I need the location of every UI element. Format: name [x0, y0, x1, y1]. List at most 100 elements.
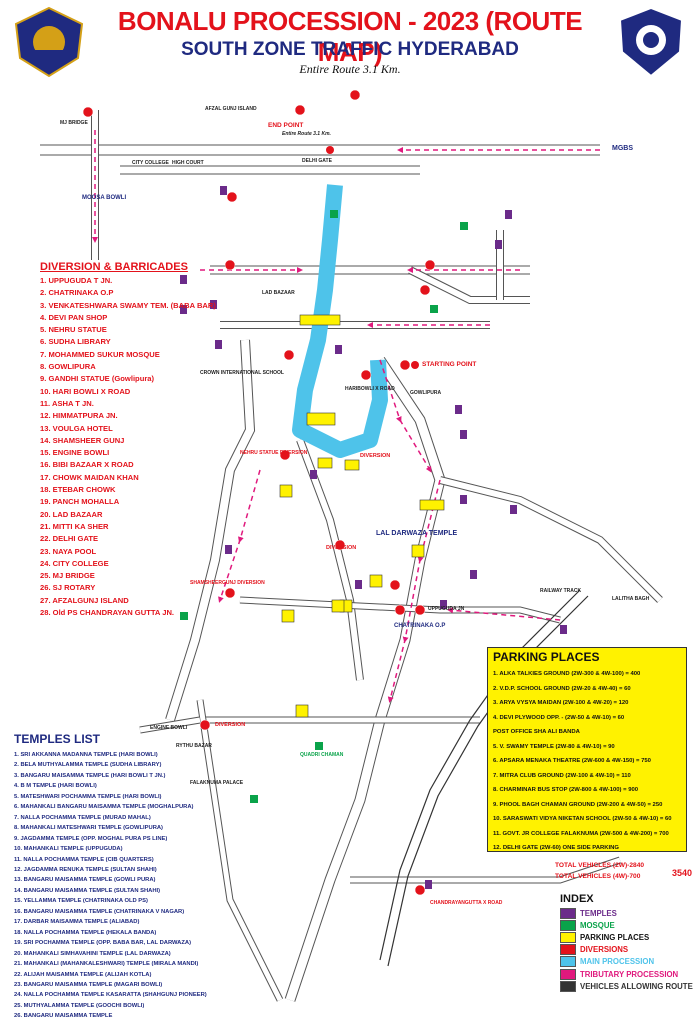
temple-item: 18. NALLA POCHAMMA TEMPLE (HEKALA BANDA) — [14, 929, 157, 936]
lad-bazaar-label: LAD BAZAAR — [262, 290, 295, 296]
diversion-panel: DIVERSION & BARRICADES 1. UPPUGUDA T JN.… — [40, 261, 216, 619]
diversion-item: 13. VOULGA HOTEL — [40, 423, 113, 433]
temple-item: 1. SRI AKKANNA MADANNA TEMPLE (HARI BOWL… — [14, 752, 158, 758]
diversion-item: 12. HIMMATPURA JN. — [40, 411, 118, 421]
diversion-item: 8. GOWLIPURA — [40, 362, 96, 372]
hari-bowli-label: HARIBOWLI X ROAD — [345, 386, 395, 392]
temple-item: 4. B M TEMPLE (HARI BOWLI) — [14, 783, 97, 790]
diversion-item: 10. HARI BOWLI X ROAD — [40, 386, 131, 396]
temple-item: 23. BANGARU MAISAMMA TEMPLE (MAGARI BOWL… — [14, 981, 163, 988]
diversion-title: DIVERSION & BARRICADES — [40, 261, 188, 273]
page-title: BONALU PROCESSION - 2023 (ROUTE MAP) — [117, 6, 583, 67]
temple-item: 5. MATESHWARI POCHAMMA TEMPLE (HARI BOWL… — [14, 793, 162, 800]
nehru-diversion-label: NEHRU STATUE DIVERSION — [240, 450, 308, 456]
end-point-sub-label: Entire Route 3.1 Km. — [282, 131, 331, 137]
parking-item: 9. PHOOL BAGH CHAMAN GROUND (2W-200 & 4W… — [493, 801, 663, 808]
engine-bowli-label: ENGINE BOWLI — [150, 725, 188, 731]
railway-track — [379, 589, 589, 967]
temple-item: 2. BELA MUTHYALAMMA TEMPLE (SUDHA LIBRAR… — [14, 762, 162, 769]
mj-bridge-label: MJ BRIDGE — [60, 120, 88, 126]
parking-totals: TOTAL VEHICLES (2W)-2840 TOTAL VEHICLES … — [555, 860, 644, 882]
legend-item: DIVERSIONS — [560, 944, 700, 956]
diversion-item: 9. GANDHI STATUE (Gowlipura) — [40, 374, 155, 384]
moosa-bowli-label: MOOSA BOWLI — [82, 195, 127, 201]
gowlipura-label: GOWLIPURA — [410, 390, 442, 396]
parking-item: 4. DEVI PLYWOOD OPP. - (2W-50 & 4W-10) =… — [493, 714, 625, 721]
diversion-item: 16. BIBI BAZAAR X ROAD — [40, 460, 134, 470]
temple-item: 13. BANGARU MAISAMMA TEMPLE (GOWLI PURA) — [14, 877, 156, 884]
temple-item: 9. JAGDAMMA TEMPLE (OPP. MOGHAL PURA PS … — [14, 835, 168, 842]
chandrayangutta-label: CHANDRAYANGUTTA X ROAD — [430, 900, 503, 906]
tributary-procession-routes — [92, 130, 600, 703]
temple-item: 24. NALLA POCHAMMA TEMPLE KASARATTA (SHA… — [14, 992, 207, 999]
temple-item: 22. ALIJAH MAISAMMA TEMPLE (ALIJAH KOTLA… — [14, 971, 152, 978]
starting-point-label: STARTING POINT — [422, 361, 477, 368]
city-college-label: CITY COLLEGE — [132, 160, 169, 166]
diversion-label-1: DIVERSION — [360, 453, 391, 459]
temple-item: 3. BANGARU MAISAMMA TEMPLE (HARI BOWLI T… — [14, 772, 166, 779]
diversion-item: 1. UPPUGUDA T JN. — [40, 276, 113, 285]
parking-panel: PARKING PLACES 1. ALKA TALKIES GROUND (2… — [487, 647, 687, 852]
legend-item: MAIN PROCESSION — [560, 956, 700, 968]
diversion-item: 18. ETEBAR CHOWK — [40, 485, 116, 495]
parking-item: 5. V. SWAMY TEMPLE (2W-80 & 4W-10) = 90 — [493, 743, 615, 750]
temples-title: TEMPLES LIST — [14, 732, 101, 746]
temple-item: 8. MAHANKALI MATESHWARI TEMPLE (GOWLIPUR… — [14, 825, 163, 832]
legend-swatch — [560, 968, 576, 980]
temple-item: 17. DARBAR MAISAMMA TEMPLE (ALIABAD) — [14, 919, 140, 926]
parking-item: POST OFFICE SHA ALI BANDA — [493, 729, 580, 735]
temple-item: 14. BANGARU MAISAMMA TEMPLE (SULTAN SHAH… — [14, 887, 161, 894]
legend-label: MOSQUE — [580, 920, 615, 930]
diversion-item: 4. DEVI PAN SHOP — [40, 312, 108, 322]
temple-markers — [180, 186, 567, 889]
legend-swatch — [560, 931, 576, 943]
mosque-markers — [180, 210, 468, 803]
traffic-police-badge-icon — [618, 6, 684, 78]
diversion-item: 5. NEHRU STATUE — [40, 325, 107, 335]
legend-label: PARKING PLACES — [580, 932, 650, 942]
police-badge-icon — [14, 6, 84, 78]
diversion-markers — [82, 89, 436, 896]
railway-track-label: RAILWAY TRACK — [540, 588, 582, 594]
temple-item: 12. JAGDAMMA RENUKA TEMPLE (SULTAN SHAHI… — [14, 866, 157, 873]
temples-list: 1. SRI AKKANNA MADANNA TEMPLE (HARI BOWL… — [14, 750, 207, 1022]
legend-label: DIVERSIONS — [580, 945, 629, 955]
diversion-item: 24. CITY COLLEGE — [40, 558, 109, 568]
diversion-label-2: DIVERSION — [326, 545, 357, 551]
uppuguda-label: UPPUGUDA JN — [428, 606, 465, 612]
parking-list: 1. ALKA TALKIES GROUND (2W-300 & 4W-100)… — [493, 667, 681, 856]
diversion-item: 20. LAD BAZAAR — [40, 509, 103, 519]
diversion-item: 28. Old PS CHANDRAYAN GUTTA JN. — [40, 608, 175, 618]
legend-item: MOSQUE — [560, 919, 700, 931]
temple-item: 7. NALLA POCHAMMA TEMPLE (MURAD MAHAL) — [14, 814, 151, 821]
starting-point-marker — [411, 361, 419, 369]
parking-item: 2. V.D.P. SCHOOL GROUND (2W-20 & 4W-40) … — [493, 685, 631, 692]
shamsheer-diversion-label: SHAMSHEERGUNJ DIVERSION — [190, 580, 265, 586]
high-court-label: HIGH COURT — [172, 160, 204, 166]
diversion-item: 3. VENKATESHWARA SWAMY TEM. (BABA BAR) — [40, 300, 216, 310]
end-point-label: END POINT — [268, 122, 304, 129]
parking-item: 3. ARYA VYSYA MAIDAN (2W-100 & 4W-20) = … — [493, 700, 629, 706]
crown-school-label: CROWN INTERNATIONAL SCHOOL — [200, 370, 284, 376]
temple-item: 26. BANGARU MAISAMMA TEMPLE — [14, 1013, 113, 1020]
falaknuma-palace-label: FALAKNUMA PALACE — [190, 780, 244, 786]
legend-swatch — [560, 919, 576, 931]
diversion-item: 11. ASHA T JN. — [40, 398, 94, 408]
diversion-item: 14. SHAMSHEER GUNJ — [40, 435, 125, 445]
parking-item: 12. DELHI GATE (2W-60) ONE SIDE PARKING — [493, 845, 619, 851]
temple-item: 15. YELLAMMA TEMPLE (CHATRINAKA OLD PS) — [14, 898, 148, 905]
quadri-chaman-label: QUADRI CHAMAN — [300, 752, 344, 758]
legend-label: TRIBUTARY PROCESSION — [580, 969, 679, 979]
parking-item: 1. ALKA TALKIES GROUND (2W-300 & 4W-100)… — [493, 671, 641, 677]
parking-item: 11. GOVT. JR COLLEGE FALAKNUMA (2W-500 &… — [493, 830, 669, 837]
temple-item: 20. MAHANKALI SIMHAVAHINI TEMPLE (LAL DA… — [14, 950, 171, 957]
parking-title: PARKING PLACES — [493, 650, 600, 664]
lalitha-bagh-label: LALITHA BAGH — [612, 596, 650, 602]
legend-item: VEHICLES ALLOWING ROUTE — [560, 980, 700, 992]
legend-swatch — [560, 956, 576, 968]
page-subtitle: SOUTH ZONE TRAFFIC HYDERABAD — [181, 39, 519, 60]
chatrinaka-label: CHATRINAKA O.P — [394, 623, 446, 629]
